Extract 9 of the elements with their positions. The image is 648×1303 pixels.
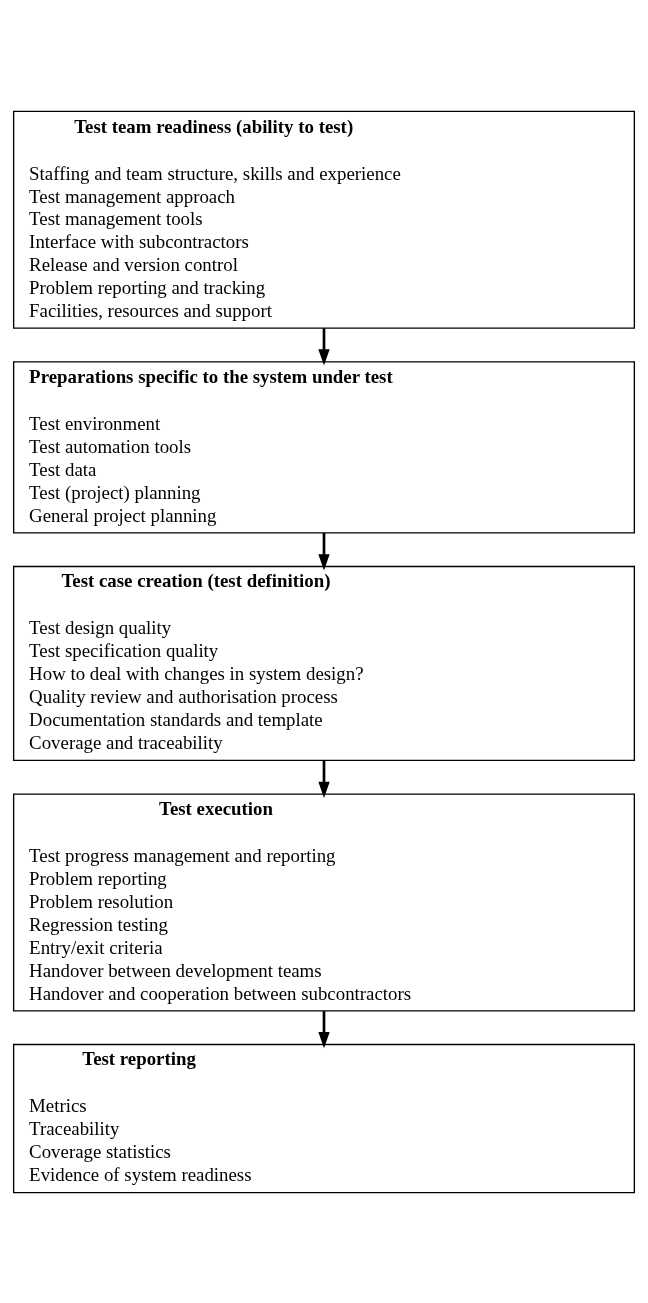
arrow xyxy=(318,1010,330,1048)
node-box: Preparations specific to the system under test Test environment Test automation tools Test data Test (project) planning General project planning xyxy=(12,360,636,533)
node-box: Test case creation (test definition) Test design quality Test specification quality How to deal with changes in system design? Quality review and authorisation process Documentation standards and template Coverage and traceability xyxy=(12,565,636,761)
node-box: Test reporting Metrics Traceability Coverage statistics Evidence of system readiness xyxy=(12,1043,636,1193)
arrow xyxy=(318,532,330,570)
arrow xyxy=(318,760,330,798)
arrow xyxy=(318,327,330,365)
node-box: Test team readiness (ability to test) Staffing and team structure, skills and experience Test management approach Test management tools Interface with subcontractors Release and version control Problem reporting and tracking Facilities, resources and support xyxy=(12,110,636,329)
node-box: Test execution Test progress management and reporting Problem reporting Problem resolution Regression testing Entry/exit criteria Handover between development teams Handover and cooperation between subcontractors xyxy=(12,792,636,1011)
